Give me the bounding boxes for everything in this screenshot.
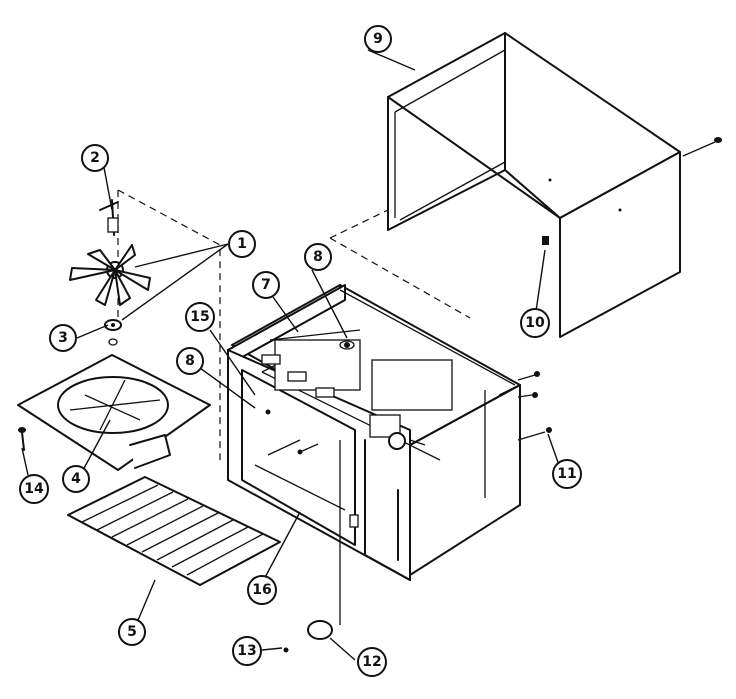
- callout-part-10: 10: [520, 308, 550, 338]
- callout-part-1: 1: [228, 230, 256, 258]
- callout-part-13: 13: [232, 636, 262, 666]
- callout-part-8-left: 8: [176, 347, 204, 375]
- callout-label: 8: [313, 249, 323, 265]
- callout-part-8-top: 8: [304, 243, 332, 271]
- callout-part-15: 15: [185, 302, 215, 332]
- fan-blade-part-1: [69, 244, 151, 306]
- callout-part-16: 16: [247, 575, 277, 605]
- fan-plate-part-4: [17, 354, 211, 471]
- callout-label: 14: [24, 481, 44, 497]
- callout-label: 1: [237, 236, 247, 252]
- callout-label: 5: [127, 624, 137, 640]
- callout-part-12: 12: [357, 647, 387, 677]
- callout-label: 13: [237, 643, 256, 659]
- leader-lines: [21, 49, 561, 661]
- callout-label: 9: [373, 31, 383, 47]
- callout-label: 12: [362, 654, 381, 670]
- callout-label: 11: [557, 466, 576, 482]
- callout-part-3: 3: [49, 324, 77, 352]
- fan-nut-part-3: [104, 319, 122, 346]
- callout-label: 15: [190, 309, 209, 325]
- callout-label: 2: [90, 150, 100, 166]
- callout-part-11: 11: [552, 459, 582, 489]
- side-screws: [517, 371, 552, 441]
- screw-part-14: [18, 427, 26, 451]
- callout-part-7: 7: [252, 271, 280, 299]
- liner-screw: [297, 443, 319, 455]
- callout-label: 3: [58, 330, 68, 346]
- oven-liner: [227, 284, 521, 581]
- callout-label: 4: [71, 471, 81, 487]
- callout-part-4: 4: [62, 465, 90, 493]
- bottom-parts: [283, 440, 341, 653]
- fan-bracket-part-2: [99, 199, 119, 236]
- callout-part-14: 14: [19, 474, 49, 504]
- callout-part-9: 9: [364, 25, 392, 53]
- callout-label: 16: [252, 582, 271, 598]
- callout-label: 7: [261, 277, 271, 293]
- grille-part-5: [67, 476, 281, 586]
- callout-part-2: 2: [81, 144, 109, 172]
- alignment-lines: [117, 189, 471, 465]
- callout-label: 10: [525, 315, 545, 331]
- cabinet-screw: [682, 137, 722, 157]
- callout-label: 8: [185, 353, 195, 369]
- callout-part-5: 5: [118, 618, 146, 646]
- outer-cabinet: [387, 32, 681, 338]
- clip-part-10: [542, 236, 549, 245]
